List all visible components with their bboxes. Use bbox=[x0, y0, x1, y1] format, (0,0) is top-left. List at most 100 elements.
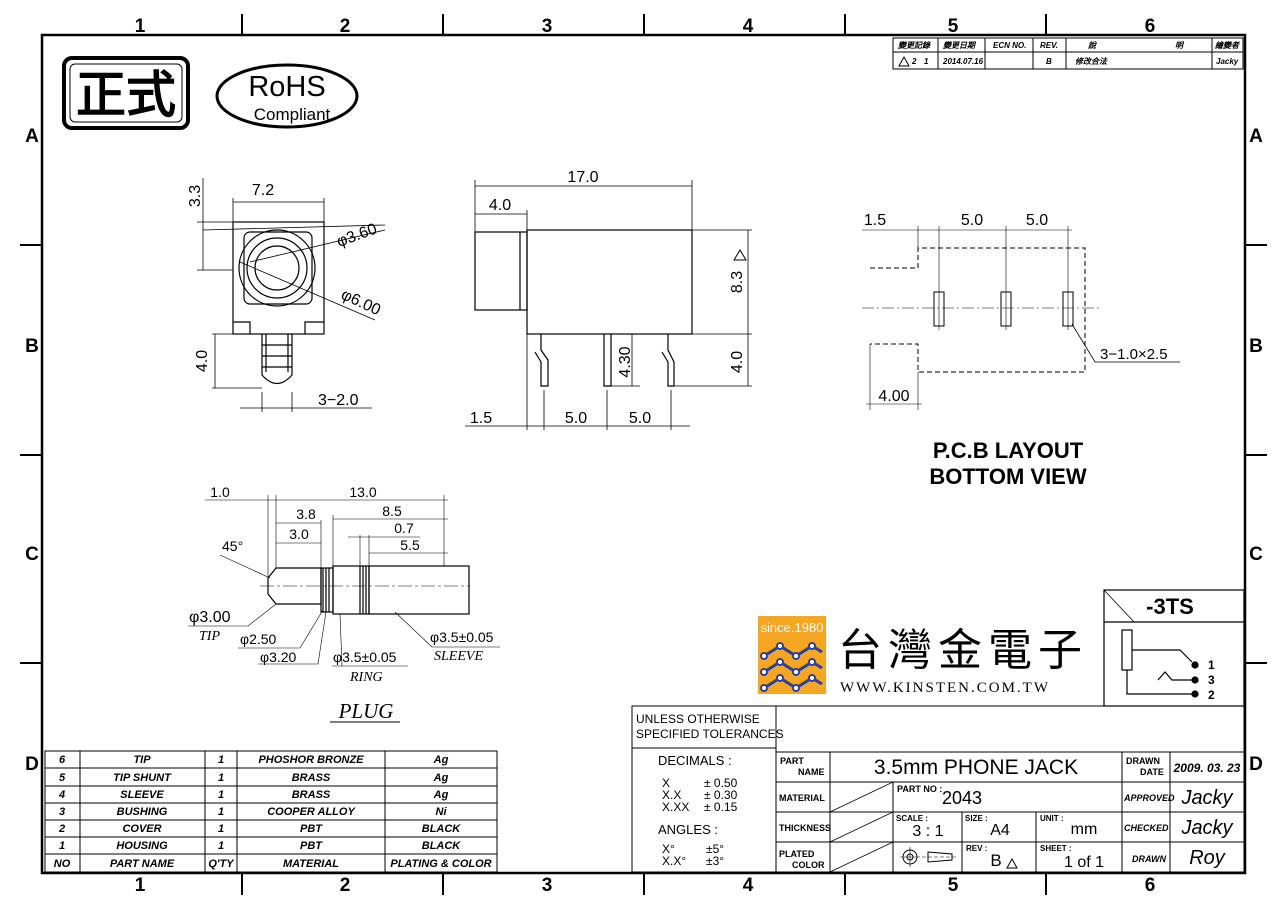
bom-cell: 1 bbox=[59, 840, 65, 852]
tol-heading-1: UNLESS OTHERWISE bbox=[636, 712, 760, 726]
rev-header-rev: REV. bbox=[1040, 41, 1058, 50]
rev-row-date: 2014.07.16 bbox=[942, 57, 984, 66]
plug-dim-total: 13.0 bbox=[349, 484, 376, 500]
zone-col-1: 1 bbox=[135, 16, 146, 37]
side-dim-length: 17.0 bbox=[567, 169, 598, 186]
bom-cell: 1 bbox=[218, 806, 224, 818]
zone-col-3-bottom: 3 bbox=[542, 875, 553, 896]
plug-dim-angle: 45° bbox=[222, 538, 243, 554]
bom-cell: 2 bbox=[58, 823, 65, 835]
plug-drawing bbox=[188, 495, 500, 723]
plug-dim-d250: φ2.50 bbox=[240, 631, 277, 647]
tb-plated-label-1: PLATED bbox=[779, 849, 815, 859]
tol-dec-xx-val: ± 0.30 bbox=[704, 788, 738, 802]
side-dim-pin-h: 4.30 bbox=[617, 346, 634, 377]
bom-cell: 3 bbox=[59, 806, 65, 818]
plug-tip-label: TIP bbox=[199, 629, 220, 644]
tol-ang-x: X° bbox=[662, 842, 675, 856]
zone-row-c-right: C bbox=[1249, 544, 1263, 565]
tb-drawn-label: DRAWN bbox=[1132, 854, 1166, 864]
bom-header: PART NAME bbox=[110, 858, 175, 870]
bom-cell: Ni bbox=[436, 806, 448, 818]
tb-material-label: MATERIAL bbox=[779, 793, 825, 803]
tb-drawn-date-label-2: DATE bbox=[1140, 767, 1164, 777]
side-dim-offset: 1.5 bbox=[470, 410, 492, 427]
front-dim-pins: 3−2.0 bbox=[318, 392, 359, 409]
bom-header: NO bbox=[54, 858, 71, 870]
tb-drawn-date-label-1: DRAWN bbox=[1126, 756, 1160, 766]
plug-ring-label: RING bbox=[349, 670, 383, 685]
zone-row-d: D bbox=[25, 754, 39, 775]
bom-cell: HOUSING bbox=[116, 840, 168, 852]
brand-logo: since.1980 bbox=[758, 616, 826, 694]
tb-approved: Jacky bbox=[1180, 787, 1233, 809]
tb-rev-label: REV : bbox=[966, 844, 987, 853]
zone-col-4: 4 bbox=[743, 16, 754, 37]
tb-thickness-label: THICKNESS bbox=[779, 823, 831, 833]
rev-row-by: Jacky bbox=[1216, 57, 1239, 66]
rev-header-date: 變更日期 bbox=[942, 41, 977, 50]
front-dim-top: 3.3 bbox=[187, 185, 204, 207]
bom-cell: COVER bbox=[122, 823, 161, 835]
front-dim-width: 7.2 bbox=[252, 182, 274, 199]
pcb-title-line2: BOTTOM VIEW bbox=[929, 464, 1086, 489]
variant-pin-1: 1 bbox=[1208, 658, 1215, 672]
side-dim-height: 8.3 bbox=[729, 271, 746, 293]
rev-triangle-icon bbox=[898, 55, 910, 67]
zone-col-1-bottom: 1 bbox=[135, 875, 146, 896]
tb-plated-label-2: COLOR bbox=[792, 860, 825, 870]
tb-part-no: 2043 bbox=[942, 788, 982, 808]
zone-row-a: A bbox=[25, 126, 39, 147]
tb-size: A4 bbox=[990, 822, 1010, 839]
tb-size-label: SIZE : bbox=[965, 814, 988, 823]
tb-part-no-label: PART NO : bbox=[897, 784, 942, 794]
bom-cell: PBT bbox=[300, 840, 323, 852]
zone-row-b: B bbox=[25, 336, 39, 357]
pcb-layout bbox=[862, 226, 1180, 410]
zone-row-d-right: D bbox=[1249, 754, 1263, 775]
variant-code: -3TS bbox=[1146, 594, 1194, 619]
bom-cell: SLEEVE bbox=[120, 789, 164, 801]
tb-unit-label: UNIT : bbox=[1040, 814, 1064, 823]
zone-row-a-right: A bbox=[1249, 126, 1263, 147]
side-dim-pitch2: 5.0 bbox=[629, 410, 651, 427]
brand-url: WWW.KINSTEN.COM.TW bbox=[840, 680, 1050, 696]
rev-row-mark: 2 bbox=[911, 57, 917, 66]
bom-header: MATERIAL bbox=[283, 858, 339, 870]
plug-sleeve-label: SLEEVE bbox=[434, 649, 483, 664]
bom-cell: 1 bbox=[218, 772, 224, 784]
revision-table: 變更記錄 變更日期 ECN NO. REV. 說 明 繪變者 2014.07.1… bbox=[892, 37, 1244, 70]
bom-cell: BLACK bbox=[422, 823, 462, 835]
zone-col-6-bottom: 6 bbox=[1145, 875, 1156, 896]
bom-cell: BUSHING bbox=[117, 806, 168, 818]
tb-approved-label: APPROVED bbox=[1123, 793, 1175, 803]
tol-dec-x-val: ± 0.50 bbox=[704, 776, 738, 790]
tb-part-name: 3.5mm PHONE JACK bbox=[874, 756, 1078, 779]
bom-cell: BRASS bbox=[292, 772, 331, 784]
bom-cell: TIP SHUNT bbox=[113, 772, 172, 784]
bom-cell: COOPER ALLOY bbox=[267, 806, 356, 818]
zone-col-5-bottom: 5 bbox=[948, 875, 959, 896]
plug-dim-d320: φ3.20 bbox=[260, 649, 297, 665]
plug-dim-tip-len: 1.0 bbox=[210, 484, 230, 500]
tol-ang-xx: X.X° bbox=[662, 854, 686, 868]
tb-sheet: 1 of 1 bbox=[1064, 854, 1104, 871]
rev-header-ecn: ECN NO. bbox=[993, 41, 1026, 50]
bom-cell: 4 bbox=[58, 789, 65, 801]
side-dim-pin-len: 4.0 bbox=[729, 351, 746, 373]
tol-heading-2: SPECIFIED TOLERANCES bbox=[636, 727, 784, 741]
zone-col-6: 6 bbox=[1145, 16, 1156, 37]
tolerance-block bbox=[631, 705, 1245, 873]
bom-cell: 5 bbox=[59, 772, 66, 784]
tb-part-name-label-2: NAME bbox=[798, 767, 825, 777]
side-dim-pitch1: 5.0 bbox=[565, 410, 587, 427]
tb-drawn: Roy bbox=[1189, 847, 1226, 869]
tol-dec-xxx-val: ± 0.15 bbox=[704, 800, 738, 814]
rev-header-by: 繪變者 bbox=[1214, 40, 1241, 50]
tb-rev-triangle-icon bbox=[1006, 857, 1018, 869]
front-view bbox=[197, 178, 386, 412]
tb-checked-label: CHECKED bbox=[1124, 823, 1169, 833]
rohs-mark: RoHS Compliant bbox=[215, 63, 359, 129]
bom-cell: 1 bbox=[218, 840, 224, 852]
